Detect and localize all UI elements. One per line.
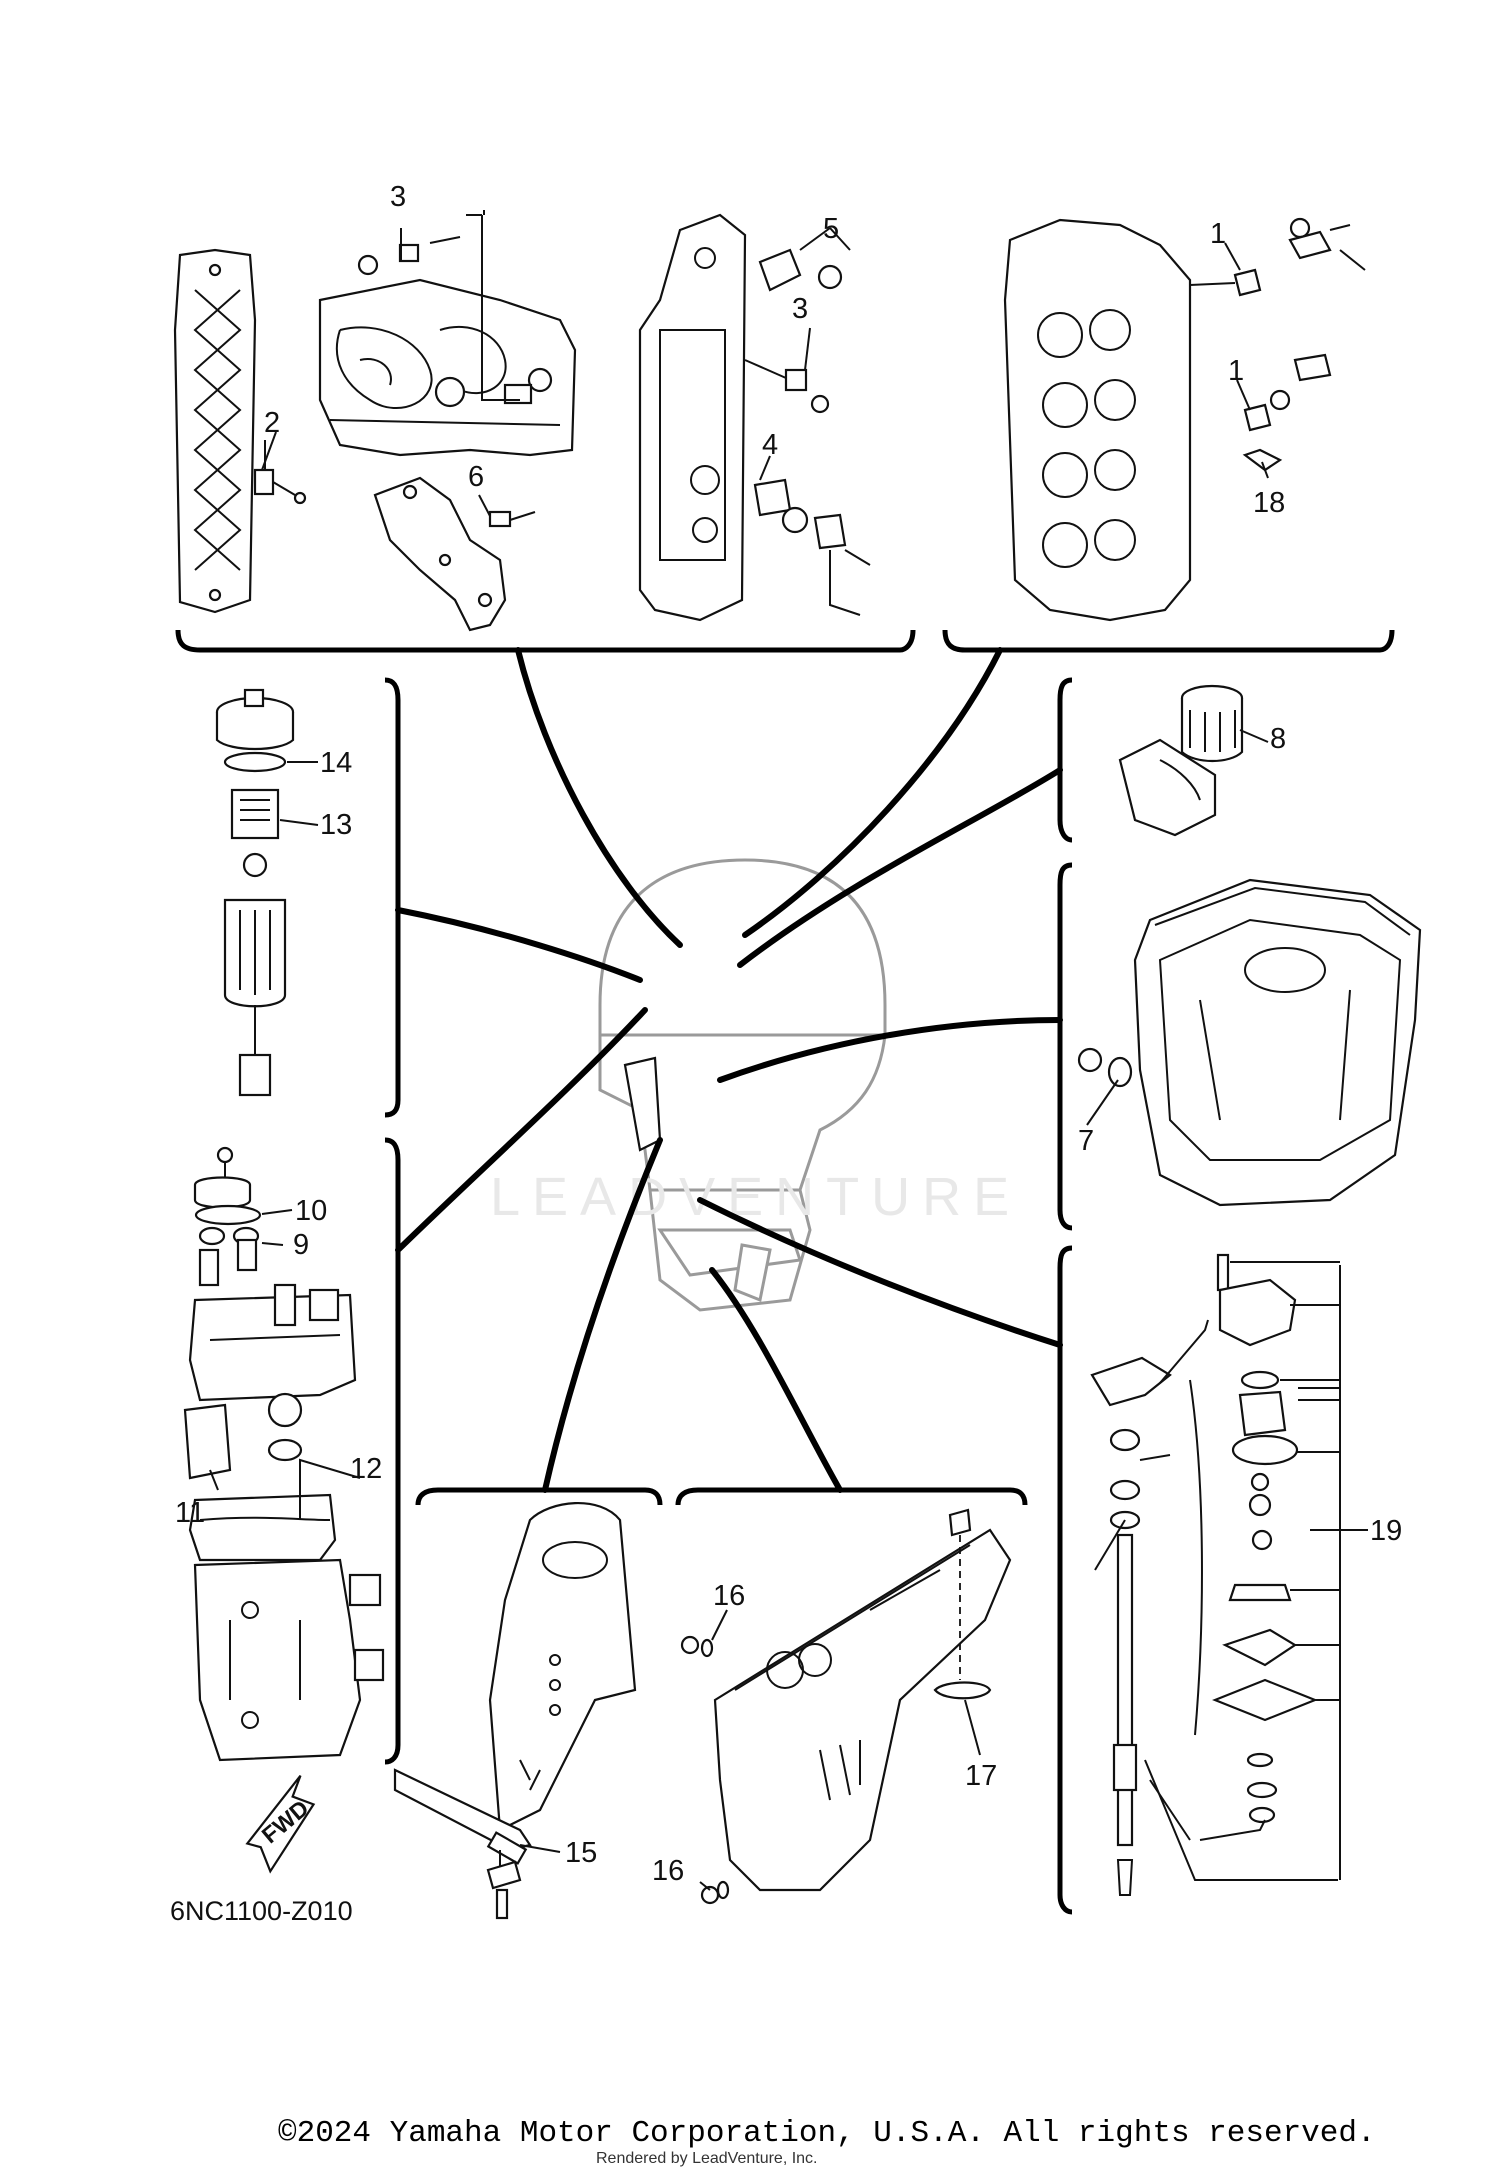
- drawing-lower-case: [680, 1508, 1012, 1905]
- fwd-arrow: FWD: [245, 1774, 316, 1874]
- callout-13: 13: [320, 809, 352, 841]
- drawing-swivel-bracket: [393, 1501, 637, 1920]
- leader-lines: [395, 647, 1063, 1493]
- drawing-oil-filter: [1118, 684, 1244, 837]
- callout-2: 2: [264, 407, 280, 439]
- callout-11: 11: [175, 1497, 205, 1529]
- drawing-fuel-filter: [215, 688, 295, 1097]
- outboard-motor-silhouette: [598, 858, 887, 1312]
- callout-1-mid: 1: [1228, 355, 1244, 387]
- callout-10: 10: [295, 1195, 327, 1227]
- parts-diagram: LEADVENTURE: [170, 181, 1422, 1926]
- diagram-code: 6NC1100-Z010: [170, 1896, 353, 1926]
- drawing-upper-casing: [1077, 878, 1422, 1207]
- drawing-vapor-separator: [183, 1146, 385, 1762]
- drawing-head-cover-left: [638, 213, 871, 622]
- callout-8: 8: [1270, 723, 1286, 755]
- callout-1-top: 1: [1210, 218, 1226, 250]
- callout-15: 15: [565, 1837, 597, 1869]
- callout-4: 4: [762, 429, 778, 461]
- callout-5: 5: [823, 213, 839, 245]
- callout-3-top: 3: [390, 181, 406, 213]
- callout-16-bottom: 16: [652, 1855, 684, 1887]
- callout-9: 9: [293, 1229, 309, 1261]
- callout-7: 7: [1078, 1125, 1094, 1157]
- callout-3-mid: 3: [792, 293, 808, 325]
- callout-19: 19: [1370, 1515, 1402, 1547]
- callout-16-top: 16: [713, 1580, 745, 1612]
- callout-12: 12: [350, 1453, 382, 1485]
- rendered-by-notice: Rendered by LeadVenture, Inc.: [596, 2150, 818, 2167]
- callout-17: 17: [965, 1760, 997, 1792]
- callout-14: 14: [320, 747, 352, 779]
- drawing-thermostat-cover: [373, 476, 536, 632]
- drawing-cylinder-head-right: [1003, 217, 1366, 622]
- drawing-cylinder-block-top: [318, 214, 577, 457]
- drawing-water-pump: [1090, 1253, 1341, 1896]
- watermark-text: LEADVENTURE: [490, 1167, 1021, 1227]
- callout-6: 6: [468, 461, 484, 493]
- copyright-notice: ©2024 Yamaha Motor Corporation, U.S.A. A…: [278, 2116, 1376, 2151]
- callout-numbers: 3 5 3 4 1 1 18 2 6 14 13 8 7 10 9 12 11 …: [175, 181, 1402, 1887]
- drawing-exhaust-cover: [173, 248, 307, 614]
- callout-leaders: [209, 210, 1368, 1891]
- callout-18: 18: [1253, 487, 1285, 519]
- group-brackets: [175, 629, 1395, 1915]
